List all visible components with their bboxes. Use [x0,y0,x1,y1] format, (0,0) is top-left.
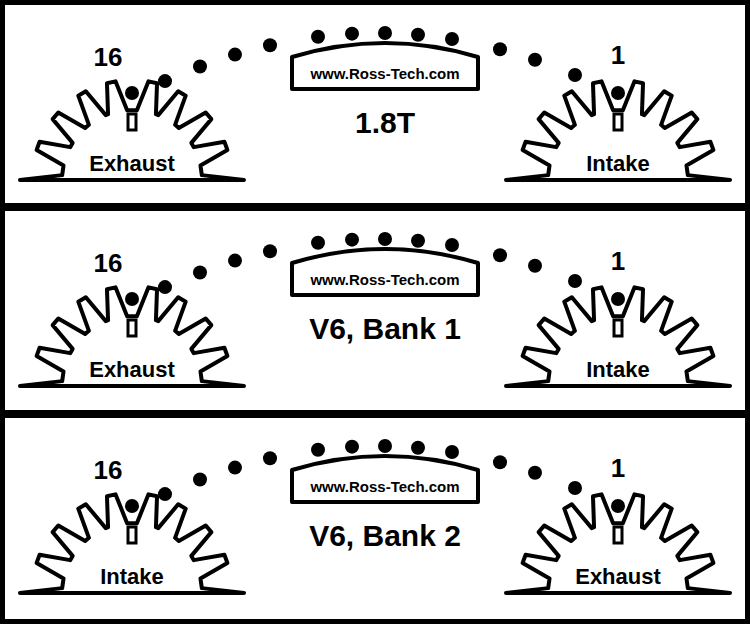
cylinder-number: 16 [94,43,123,71]
gear-label: Exhaust [575,565,661,589]
chain-dot [158,280,172,294]
cam-gear: Exhaust [503,488,733,598]
timing-mark [614,320,622,336]
cam-gear: Exhaust [17,281,247,391]
chain-dot [311,236,325,250]
chain-dot [528,53,542,67]
gear-teeth [506,494,730,593]
engine-title: 1.8T [15,105,750,141]
gear-label: Intake [586,358,650,382]
gear-label: Intake [100,565,164,589]
timing-dot [611,86,625,100]
chain-dot [193,60,207,74]
banner-outline [290,241,480,297]
timing-dot [125,86,139,100]
url-banner: www.Ross-Tech.com [290,448,480,504]
cam-gear: Intake [17,488,247,598]
chain-dot [345,27,359,41]
chain-dot [568,481,582,495]
banner-shape [292,249,478,295]
chain-dot [345,440,359,454]
url-banner: www.Ross-Tech.com [290,241,480,297]
banner-outline [290,35,480,91]
timing-mark [128,527,136,543]
url-text: www.Ross-Tech.com [310,65,459,83]
chain-dot [311,30,325,44]
gear-teeth [506,81,730,180]
timing-dot [611,499,625,513]
chain-dot [263,244,277,258]
engine-panel: V6, Bank 2Intakewww.Ross-Tech.comExhaust… [5,418,745,619]
url-banner: www.Ross-Tech.com [290,35,480,91]
banner-shape [292,456,478,502]
cylinder-number: 1 [611,454,625,482]
chain-dot [228,48,242,62]
chain-dot [493,455,507,469]
gear-label: Intake [586,152,650,176]
timing-mark [128,320,136,336]
chain-dot [493,42,507,56]
timing-mark [614,114,622,130]
banner-outline [290,448,480,504]
chain-dot [378,26,392,40]
cam-gear: Exhaust [17,75,247,185]
chain-dot [411,28,425,42]
chain-dot [528,259,542,273]
chain-dot [445,32,459,46]
gear-teeth [20,287,244,386]
chain-dot [411,234,425,248]
engine-panel: 1.8TExhaustwww.Ross-Tech.comIntake161 [5,5,745,203]
chain-dot [193,473,207,487]
timing-mark [614,527,622,543]
cam-gear: Intake [503,75,733,185]
timing-dot [125,499,139,513]
chain-dot [263,38,277,52]
chain-dot [311,443,325,457]
engine-title: V6, Bank 1 [15,311,750,347]
gear-teeth [506,287,730,386]
timing-mark [128,114,136,130]
timing-dot [125,292,139,306]
chain-dot [263,451,277,465]
chain-dot [158,487,172,501]
chain-dot [445,238,459,252]
timing-dot [611,292,625,306]
chain-dot [568,274,582,288]
engine-panel: V6, Bank 1Exhaustwww.Ross-Tech.comIntake… [5,211,745,410]
chain-dot [445,445,459,459]
cylinder-number: 16 [94,456,123,484]
chain-dot [378,439,392,453]
chain-dot [228,461,242,475]
banner-shape [292,43,478,89]
chain-dot [568,68,582,82]
engine-title: V6, Bank 2 [15,518,750,554]
chain-dot [411,441,425,455]
chain-dot [228,254,242,268]
gear-label: Exhaust [89,152,175,176]
gear-label: Exhaust [89,358,175,382]
gear-teeth [20,494,244,593]
cylinder-number: 1 [611,247,625,275]
url-text: www.Ross-Tech.com [310,271,459,289]
chain-dot [158,74,172,88]
url-text: www.Ross-Tech.com [310,478,459,496]
chain-dot [345,233,359,247]
cam-gear: Intake [503,281,733,391]
gear-teeth [20,81,244,180]
chain-dot [378,232,392,246]
chain-dot [528,466,542,480]
cylinder-number: 16 [94,249,123,277]
cylinder-number: 1 [611,41,625,69]
chain-dot [493,248,507,262]
chain-dot [193,266,207,280]
